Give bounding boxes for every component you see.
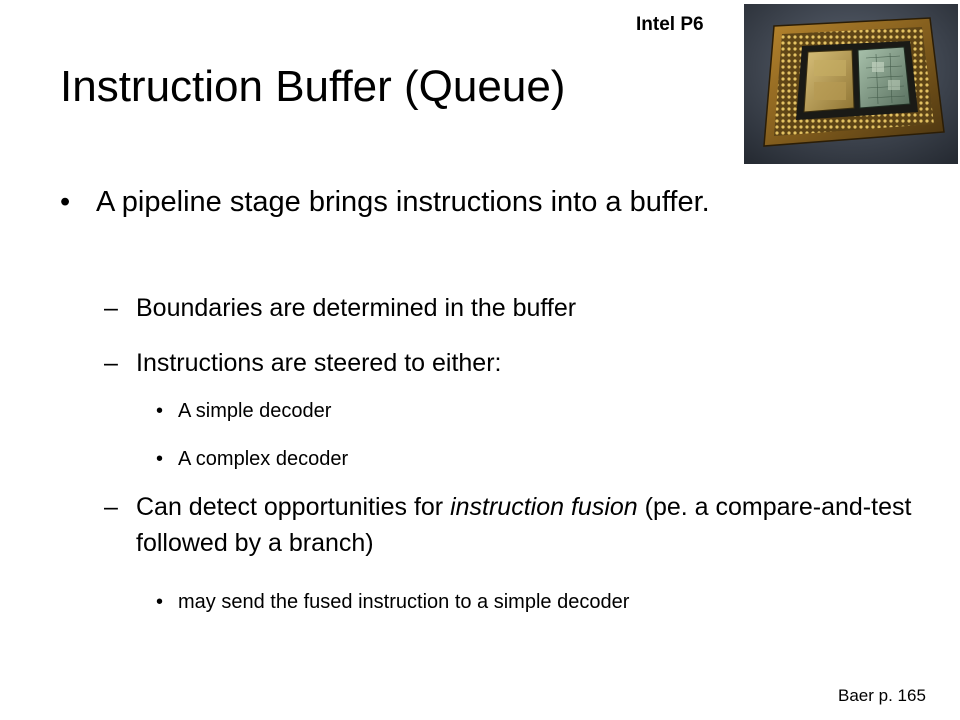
source-note: Baer p. 165 [838, 686, 926, 705]
bullet-text: A simple decoder [178, 400, 332, 422]
bullet-text-part: Can detect opportunities for [136, 493, 451, 521]
bullet-text: A pipeline stage brings instructions int… [96, 186, 710, 218]
slide-title: Instruction Buffer (Queue) [60, 62, 566, 111]
bullet-text: Can detect opportunities for instruction… [104, 489, 924, 561]
chip-photo [744, 4, 958, 164]
bullet-level1-pipeline-stage: • A pipeline stage brings instructions i… [60, 182, 820, 222]
bullet-text: A complex decoder [178, 448, 349, 470]
bullet-level3-simple-decoder: • A simple decoder [156, 397, 916, 425]
bullet-level2-instruction-fusion: – Can detect opportunities for instructi… [104, 489, 924, 561]
bullet-text: Instructions are steered to either: [136, 349, 502, 377]
image-caption: Intel P6 [636, 14, 704, 35]
dash-marker: – [104, 493, 118, 521]
dash-marker: – [104, 349, 118, 377]
bullet-level2-steered: – Instructions are steered to either: [104, 345, 924, 381]
bullet-text-part: (pe. a compare-and-test followed by a br… [136, 493, 912, 557]
bullet-level3-fused-instruction: • may send the fused instruction to a si… [156, 588, 916, 616]
bullet-marker: • [156, 591, 164, 613]
bullet-marker: • [60, 186, 71, 218]
bullet-text: Boundaries are determined in the buffer [136, 294, 577, 322]
bullet-text: may send the fused instruction to a simp… [178, 591, 630, 613]
emphasized-term: instruction fusion [450, 493, 638, 521]
dash-marker: – [104, 294, 118, 322]
bullet-marker: • [156, 400, 164, 422]
bullet-level3-complex-decoder: • A complex decoder [156, 445, 916, 473]
bullet-level2-boundaries: – Boundaries are determined in the buffe… [104, 290, 924, 326]
bullet-marker: • [156, 448, 164, 470]
